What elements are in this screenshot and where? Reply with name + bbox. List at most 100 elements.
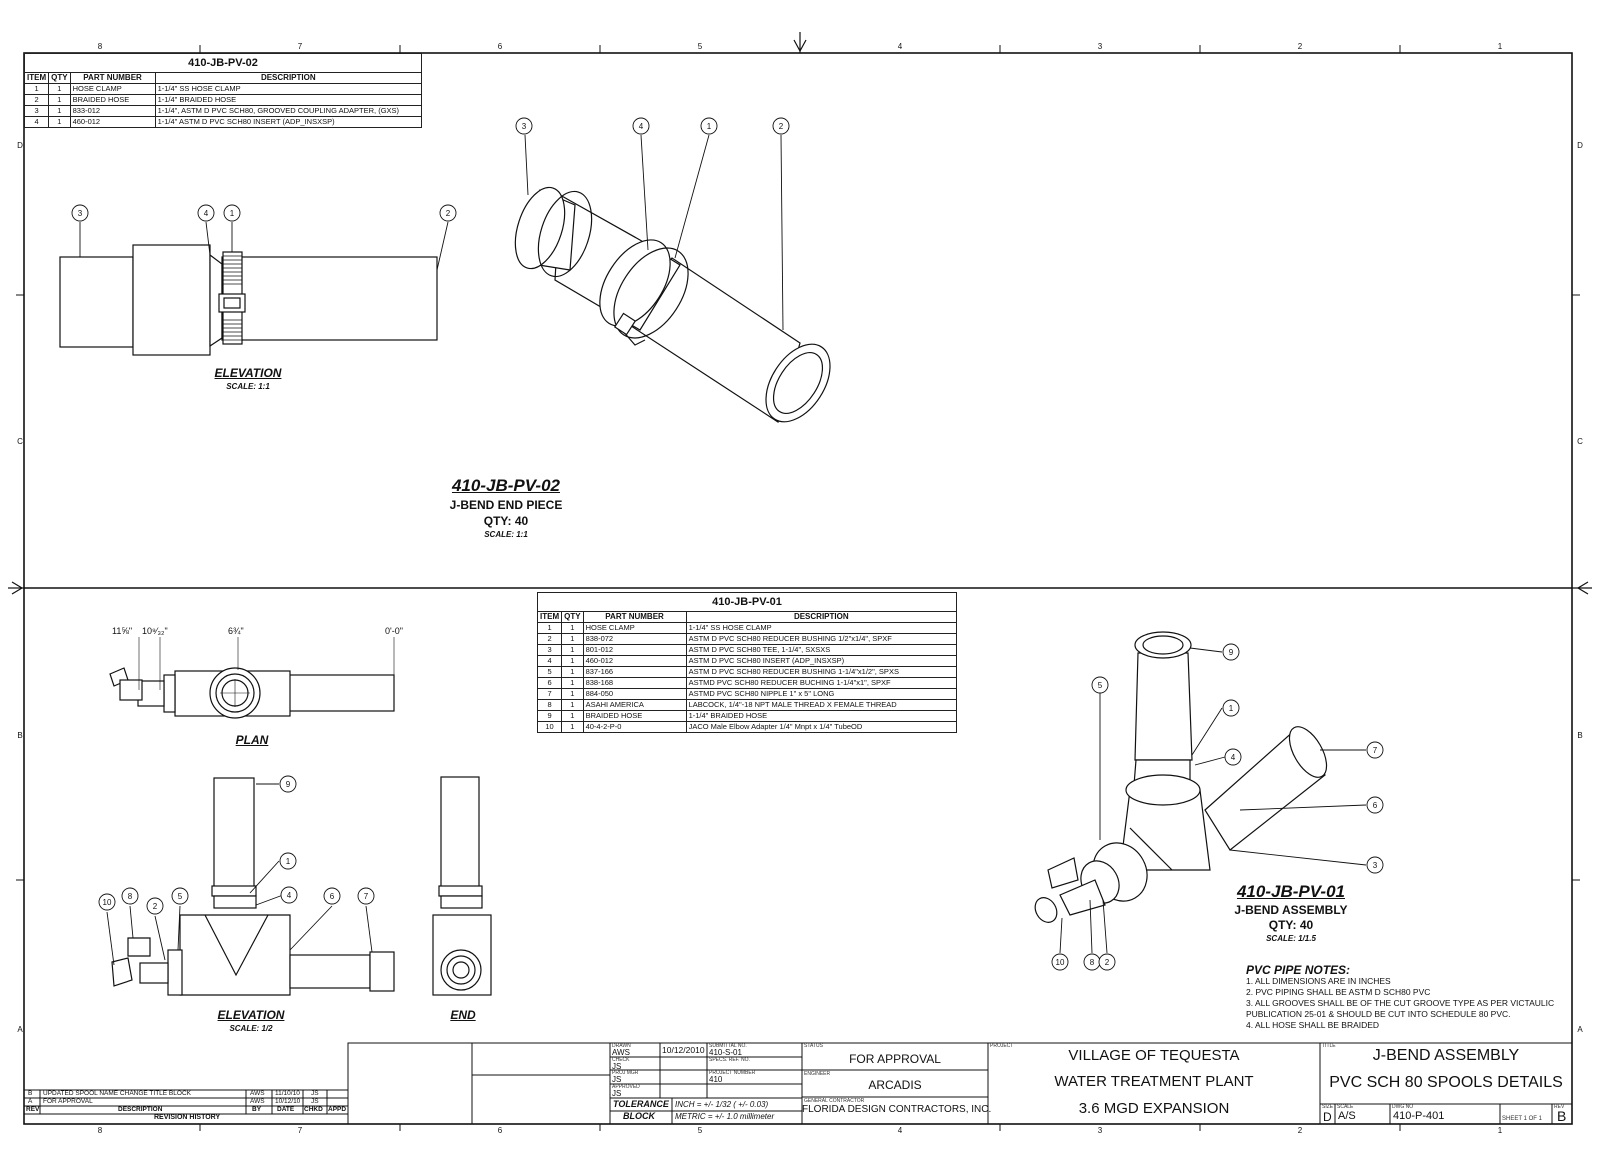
drawn-label: DRAWN bbox=[612, 1043, 631, 1049]
bom-header: QTY bbox=[561, 611, 584, 623]
pvc-pipe-notes: PVC PIPE NOTES: 1. ALL DIMENSIONS ARE IN… bbox=[1246, 964, 1554, 1031]
balloon-number: 8 bbox=[128, 892, 133, 901]
revision-rev: B bbox=[28, 1090, 33, 1097]
check-label: CHECK bbox=[612, 1057, 630, 1063]
revision-rev: A bbox=[28, 1098, 33, 1105]
balloon-number: 8 bbox=[1090, 958, 1095, 967]
assembly-qty: QTY: 40 bbox=[483, 514, 529, 528]
zone-number: 3 bbox=[1098, 1126, 1103, 1135]
balloon bbox=[1366, 741, 1384, 759]
balloon-number: 7 bbox=[1373, 746, 1378, 755]
plan-dimension-texts: 11⅝" 10⁹⁄₃₂" 6¾" 0'-0" bbox=[112, 626, 403, 636]
zone-number: 8 bbox=[98, 42, 103, 51]
zone-ticks bbox=[16, 45, 1580, 1131]
revision-desc: UPDATED SPOOL NAME CHANGE TITLE BLOCK bbox=[43, 1090, 191, 1097]
balloon bbox=[1222, 699, 1240, 717]
view-title: END bbox=[450, 1008, 476, 1022]
balloon-number: 5 bbox=[1098, 681, 1103, 690]
note-line: 1. ALL DIMENSIONS ARE IN INCHES bbox=[1246, 976, 1391, 986]
balloon-number: 3 bbox=[78, 209, 83, 218]
proj-mgr-value: JS bbox=[612, 1075, 622, 1084]
zone-number: 4 bbox=[898, 1126, 903, 1135]
view-title: PLAN bbox=[235, 733, 269, 747]
scale-value: A/S bbox=[1338, 1110, 1356, 1122]
view-title: ELEVATION bbox=[217, 1008, 285, 1022]
revision-header-rev: REV bbox=[26, 1106, 40, 1113]
project-line: WATER TREATMENT PLANT bbox=[1054, 1073, 1254, 1090]
balloon-number: 10 bbox=[1056, 958, 1065, 967]
status-value: FOR APPROVAL bbox=[849, 1052, 941, 1066]
balloon bbox=[1091, 676, 1109, 694]
zone-letter: A bbox=[17, 1025, 23, 1034]
title-label: TITLE bbox=[1322, 1043, 1336, 1049]
revision-by: AWS bbox=[250, 1098, 265, 1105]
zone-number: 6 bbox=[498, 42, 503, 51]
project-number-value: 410 bbox=[709, 1075, 723, 1084]
balloon-number: 4 bbox=[287, 891, 292, 900]
revision-chkd: JS bbox=[311, 1098, 319, 1105]
balloon bbox=[71, 204, 89, 222]
zone-letter: D bbox=[1577, 141, 1583, 150]
balloon bbox=[1224, 748, 1242, 766]
balloon-number: 4 bbox=[204, 209, 209, 218]
bom-header: PART NUMBER bbox=[582, 611, 687, 623]
top-iso-leaders bbox=[524, 134, 784, 331]
balloon bbox=[323, 887, 341, 905]
balloon-number: 6 bbox=[1373, 801, 1378, 810]
project-label: PROJECT bbox=[990, 1043, 1014, 1049]
plan-view bbox=[109, 667, 395, 719]
bom-header: ITEM bbox=[23, 72, 50, 84]
note-line: PUBLICATION 25-01 & SHOULD BE CUT INTO S… bbox=[1246, 1009, 1511, 1019]
zone-number: 1 bbox=[1498, 1126, 1503, 1135]
balloon-number: 9 bbox=[1229, 648, 1234, 657]
revision-header-desc: DESCRIPTION bbox=[118, 1106, 163, 1113]
note-line: 4. ALL HOSE SHALL BE BRAIDED bbox=[1246, 1020, 1380, 1030]
revision-header-by: BY bbox=[252, 1106, 262, 1113]
balloon-number: 5 bbox=[178, 892, 183, 901]
balloon-number: 4 bbox=[639, 122, 644, 131]
balloon-number: 2 bbox=[446, 209, 451, 218]
revision-header-appd: APPD bbox=[328, 1106, 347, 1113]
balloon bbox=[197, 204, 215, 222]
scale-label: SCALE bbox=[1337, 1104, 1354, 1110]
top-elevation-view bbox=[59, 244, 438, 356]
balloon bbox=[280, 886, 298, 904]
tolerance-label: TOLERANCE bbox=[613, 1099, 669, 1109]
note-line: 2. PVC PIPING SHALL BE ASTM D SCH80 PVC bbox=[1246, 987, 1431, 997]
zone-number: 4 bbox=[898, 42, 903, 51]
bom-table-bottom: 410-JB-PV-01 ITEM QTY PART NUMBER DESCRI… bbox=[536, 592, 958, 733]
top-elevation-leaders bbox=[79, 221, 449, 271]
approved-label: APPROVED bbox=[612, 1084, 640, 1090]
zone-letter: B bbox=[1577, 731, 1582, 740]
bom-header: DESCRIPTION bbox=[154, 72, 423, 84]
plan-dimension-lines bbox=[138, 637, 395, 690]
size-label: SIZE bbox=[1322, 1104, 1334, 1110]
balloon bbox=[279, 775, 297, 793]
end-view bbox=[432, 776, 492, 996]
size-value: D bbox=[1323, 1110, 1332, 1124]
drawing-title-line: PVC SCH 80 SPOOLS DETAILS bbox=[1329, 1074, 1563, 1091]
zone-number: 1 bbox=[1498, 42, 1503, 51]
bom-header: QTY bbox=[48, 72, 71, 84]
revision-desc: FOR APPROVAL bbox=[43, 1098, 93, 1105]
approved-value: JS bbox=[612, 1089, 622, 1098]
bottom-elevation-view bbox=[111, 777, 395, 996]
zone-number: 5 bbox=[698, 42, 703, 51]
balloon bbox=[171, 887, 189, 905]
balloon-number: 7 bbox=[364, 892, 369, 901]
balloon-number: 2 bbox=[1105, 958, 1110, 967]
bom-header: DESCRIPTION bbox=[685, 611, 958, 623]
bom-header: PART NUMBER bbox=[69, 72, 156, 84]
revision-date: 11/10/10 bbox=[275, 1090, 300, 1097]
submittal-label: SUBMITTAL NO. bbox=[709, 1043, 747, 1049]
zone-number: 3 bbox=[1098, 42, 1103, 51]
balloon bbox=[772, 117, 790, 135]
